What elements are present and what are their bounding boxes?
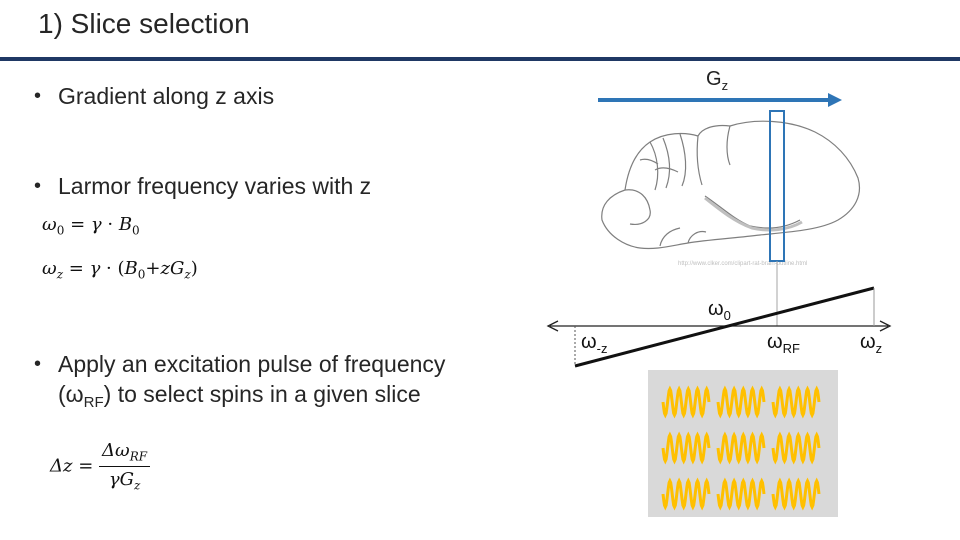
rf-wave-1-1 <box>716 431 766 465</box>
omega-0-label: ω0 <box>708 298 731 323</box>
bullet-dot: • <box>34 175 42 197</box>
omega-rf-sub: RF <box>83 394 104 411</box>
bullet-larmor: • Larmor frequency varies with z <box>34 171 372 201</box>
gradient-label: Gz <box>706 68 728 93</box>
slice-box <box>769 110 785 262</box>
omega-rf-symbol: ω <box>65 381 84 407</box>
rf-wave-2-2 <box>771 477 821 511</box>
corpus-callosum <box>704 196 803 232</box>
bullet-gradient: • Gradient along z axis <box>34 81 275 111</box>
omega-rf-label: ωRF <box>767 331 800 356</box>
equation-omegaz: ωz = γ · (B0+zGz) <box>42 258 198 282</box>
bullet-text-4-prefix: ( <box>58 381 66 407</box>
rf-wave-2-0 <box>661 477 711 511</box>
slide-title: 1) Slice selection <box>38 8 250 39</box>
gradient-arrow-head <box>828 93 842 107</box>
image-source-url: http://www.clker.com/clipart-rat-brain-o… <box>678 261 807 267</box>
rf-wave-1-2 <box>771 431 821 465</box>
omega-negz-label: ω-z <box>581 331 607 356</box>
bullet-text-3: Apply an excitation pulse of frequency <box>58 351 446 377</box>
rf-wave-0-1 <box>716 385 766 419</box>
rf-wave-group <box>661 385 821 511</box>
larmor-frequency-line <box>574 286 875 368</box>
bullet-dot: • <box>34 353 42 375</box>
rat-brain-outline <box>601 120 860 250</box>
rf-wave-1-0 <box>661 431 711 465</box>
rf-wave-0-2 <box>771 385 821 419</box>
title-rule <box>0 57 960 61</box>
equation-omega0: ω0 = γ · B0 <box>42 214 140 238</box>
bullet-text-4: to select spins in a given slice <box>117 381 421 407</box>
slice-selection-diagram: Gz http://www.clker.com/clipart-rat-brai… <box>546 68 892 517</box>
omega-z-label: ωz <box>860 331 882 356</box>
bullet-text-1: Gradient along z axis <box>58 83 275 109</box>
bullet-text-2: Larmor frequency varies with z <box>58 173 372 199</box>
rf-wave-0-0 <box>661 385 711 419</box>
z-axis-right-arrow <box>879 320 892 332</box>
rf-wave-2-1 <box>716 477 766 511</box>
z-axis-left-arrow <box>546 320 559 332</box>
bullet-excitation: • Apply an excitation pulse of frequency… <box>34 351 446 411</box>
equation-deltaz: Δz = ΔωRF γGz <box>50 440 151 492</box>
bullet-dot: • <box>34 85 42 107</box>
